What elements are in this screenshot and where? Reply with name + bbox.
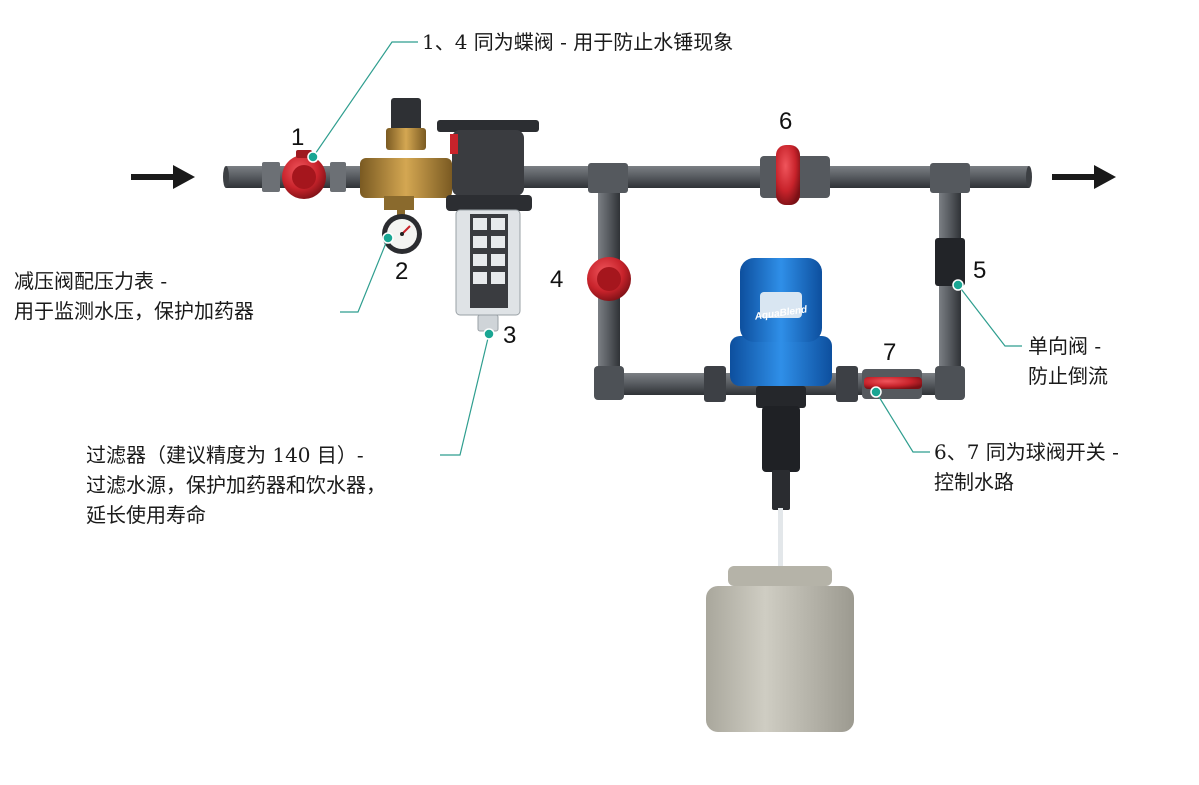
doser-pump [730,258,832,570]
label-number-1: 1 [291,124,305,151]
label-number-5: 5 [973,257,987,284]
butterfly-valve-1 [282,150,326,199]
dot-marker-icon [307,151,964,398]
label-number-3: 3 [503,322,517,349]
callout-gauge-line-1: 减压阀配压力表 - [14,269,168,293]
label-number-7: 7 [883,339,897,366]
leader-lines [312,41,1022,456]
callout-filter-line-1: 过滤器（建议精度为 140 目）- [86,443,364,467]
ball-valve-6 [760,145,830,205]
label-number-2: 2 [395,258,409,285]
callout-butterfly-valves: 1、4 同为蝶阀 - 用于防止水锤现象 [422,30,734,54]
callout-filter-line-2: 过滤水源，保护加药器和饮水器， [86,473,386,497]
check-valve-5 [935,238,965,286]
label-number-6: 6 [779,108,793,135]
callout-filter-line-3: 延长使用寿命 [86,503,206,527]
callout-check-valve-line-2: 防止倒流 [1028,364,1108,388]
callout-check-valve-line-1: 单向阀 - [1028,334,1102,358]
callout-ball-valves-line-2: 控制水路 [934,470,1014,494]
outlet-arrow-icon [1052,165,1116,189]
pressure-gauge [382,205,422,254]
chemical-tank [706,566,854,732]
pressure-reducing-valve [360,98,452,210]
callout-ball-valves-line-1: 6、7 同为球阀开关 - [934,440,1119,464]
label-number-4: 4 [550,266,564,293]
inlet-arrow-icon [131,165,195,189]
butterfly-valve-4 [587,257,631,301]
callout-gauge-line-2: 用于监测水压，保护加药器 [14,299,254,323]
water-filter [437,120,539,332]
